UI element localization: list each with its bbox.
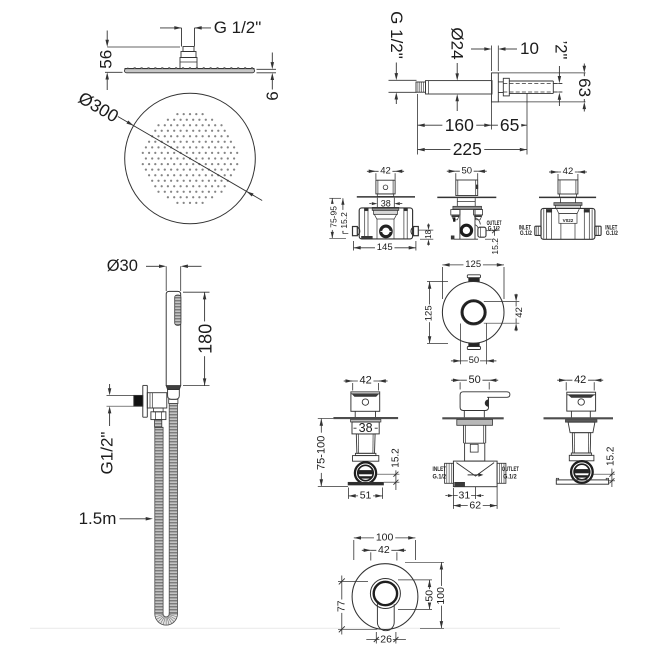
svg-text:G.1/2: G.1/2 bbox=[520, 230, 532, 237]
svg-text:INLET: INLET bbox=[519, 225, 531, 232]
svg-text:42: 42 bbox=[563, 166, 574, 177]
svg-text:’2": ’2" bbox=[551, 41, 569, 60]
svg-text:180: 180 bbox=[195, 324, 215, 354]
svg-text:63: 63 bbox=[575, 78, 594, 97]
svg-text:Ø24: Ø24 bbox=[447, 27, 466, 59]
svg-text:G.1/2: G.1/2 bbox=[606, 230, 618, 237]
svg-text:G.1/2: G.1/2 bbox=[433, 474, 447, 481]
svg-text:42: 42 bbox=[380, 166, 391, 177]
svg-text:15.2: 15.2 bbox=[391, 448, 402, 468]
svg-text:Ø30: Ø30 bbox=[107, 257, 138, 275]
svg-text:15.2: 15.2 bbox=[606, 446, 617, 466]
svg-text:50: 50 bbox=[469, 374, 481, 386]
svg-text:62: 62 bbox=[469, 499, 481, 511]
svg-text:31: 31 bbox=[459, 489, 471, 501]
svg-text:38: 38 bbox=[359, 421, 373, 435]
svg-text:G.1/2: G.1/2 bbox=[503, 474, 517, 481]
svg-text:15.2: 15.2 bbox=[490, 238, 500, 255]
svg-text:18: 18 bbox=[424, 229, 433, 238]
svg-text:42: 42 bbox=[514, 307, 525, 318]
svg-text:G.1/2: G.1/2 bbox=[488, 225, 500, 232]
svg-text:145: 145 bbox=[377, 242, 393, 253]
svg-text:100: 100 bbox=[435, 587, 447, 605]
svg-text:V022: V022 bbox=[563, 218, 574, 223]
svg-text:42: 42 bbox=[360, 375, 372, 387]
svg-text:65: 65 bbox=[500, 115, 519, 135]
svg-text:42: 42 bbox=[378, 544, 390, 556]
svg-text:125: 125 bbox=[465, 259, 481, 270]
svg-text:42: 42 bbox=[574, 374, 586, 386]
svg-text:INLET: INLET bbox=[433, 466, 447, 473]
svg-text:75-95: 75-95 bbox=[328, 206, 338, 228]
svg-text:26: 26 bbox=[380, 633, 392, 645]
svg-text:OUTLET: OUTLET bbox=[502, 466, 519, 473]
svg-text:125: 125 bbox=[424, 305, 435, 321]
svg-text:OUTLET: OUTLET bbox=[487, 220, 502, 227]
svg-text:51: 51 bbox=[360, 490, 372, 502]
svg-text:225: 225 bbox=[453, 139, 482, 159]
svg-text:56: 56 bbox=[96, 50, 115, 69]
svg-text:50: 50 bbox=[469, 355, 480, 366]
svg-text:160: 160 bbox=[445, 115, 474, 135]
svg-text:50: 50 bbox=[461, 165, 472, 176]
svg-text:100: 100 bbox=[376, 532, 394, 544]
svg-text:G 1/2": G 1/2" bbox=[387, 11, 406, 59]
svg-text:38: 38 bbox=[381, 199, 391, 209]
svg-text:75-100: 75-100 bbox=[316, 436, 328, 470]
svg-text:77: 77 bbox=[335, 600, 347, 612]
svg-text:6: 6 bbox=[263, 91, 282, 100]
svg-text:1.5m: 1.5m bbox=[79, 509, 117, 528]
svg-text:G 1/2": G 1/2" bbox=[214, 18, 262, 37]
svg-text:10: 10 bbox=[520, 39, 539, 58]
svg-text:15.2: 15.2 bbox=[339, 212, 349, 229]
svg-text:INLET: INLET bbox=[605, 225, 617, 232]
svg-text:G1/2": G1/2" bbox=[98, 432, 117, 475]
svg-text:50: 50 bbox=[424, 590, 436, 602]
